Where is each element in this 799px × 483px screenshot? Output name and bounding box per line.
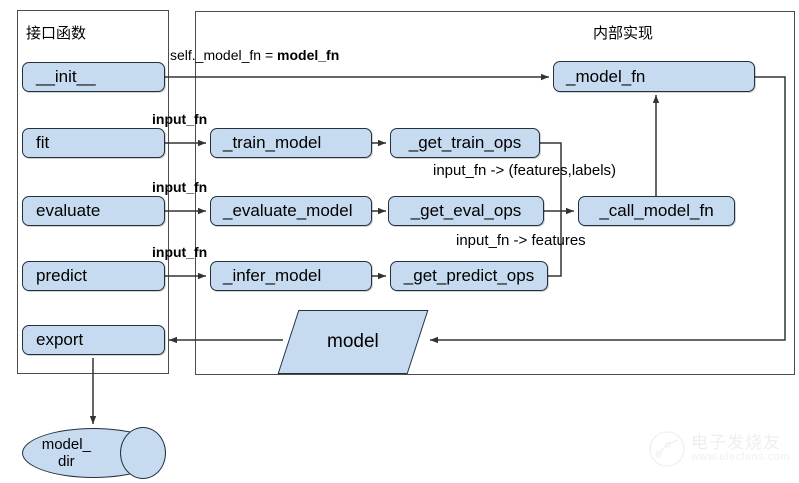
panel-title-internal: 内部实现 (593, 25, 654, 42)
panel-internal-implementation (195, 11, 795, 375)
node-train-model[interactable]: _train_model (210, 128, 372, 158)
edge-label-init-assign: self._model_fn = model_fn (170, 47, 339, 63)
node-evaluate[interactable]: evaluate (22, 196, 165, 226)
panel-title-interface: 接口函数 (26, 25, 87, 42)
node-export[interactable]: export (22, 325, 165, 355)
node-init[interactable]: __init__ (22, 62, 165, 92)
artifact-model-label: model (327, 331, 379, 352)
watermark: 电子发烧友 www.elecfans.com (648, 430, 790, 468)
node-get-eval-ops[interactable]: _get_eval_ops (388, 196, 544, 226)
node-fit[interactable]: fit (22, 128, 165, 158)
edge-label-init-assign-plain: self._model_fn = (170, 47, 278, 63)
model-dir-label: model_ dir (22, 428, 111, 478)
edge-label-features: input_fn -> features (456, 232, 586, 249)
node-call-model-fn[interactable]: _call_model_fn (578, 196, 735, 226)
model-dir-label-line1: model_ (41, 435, 91, 453)
edge-label-input-fn-predict: input_fn (152, 244, 208, 260)
node-predict[interactable]: predict (22, 261, 165, 291)
node-get-train-ops[interactable]: _get_train_ops (390, 128, 540, 158)
watermark-cn: 电子发烧友 (691, 433, 781, 453)
edge-label-init-assign-bold: model_fn (277, 47, 340, 63)
model-dir-label-line2: dir (57, 453, 75, 470)
watermark-logo-icon (649, 431, 685, 467)
node-infer-model[interactable]: _infer_model (210, 261, 372, 291)
node-get-predict-ops[interactable]: _get_predict_ops (390, 261, 548, 291)
node-model-fn[interactable]: _model_fn (553, 61, 755, 92)
watermark-url: www.elecfans.com (691, 451, 791, 463)
edge-label-features-labels: input_fn -> (features,labels) (433, 162, 617, 179)
model-dir-cap (120, 427, 166, 479)
watermark-text: 电子发烧友 www.elecfans.com (691, 435, 790, 463)
node-evaluate-model[interactable]: _evaluate_model (210, 196, 372, 226)
edge-label-input-fn-evaluate: input_fn (152, 179, 208, 195)
artifact-model[interactable]: model (277, 310, 429, 374)
artifact-model-dir[interactable]: model_ dir (22, 427, 166, 479)
edge-label-input-fn-fit: input_fn (152, 111, 208, 127)
